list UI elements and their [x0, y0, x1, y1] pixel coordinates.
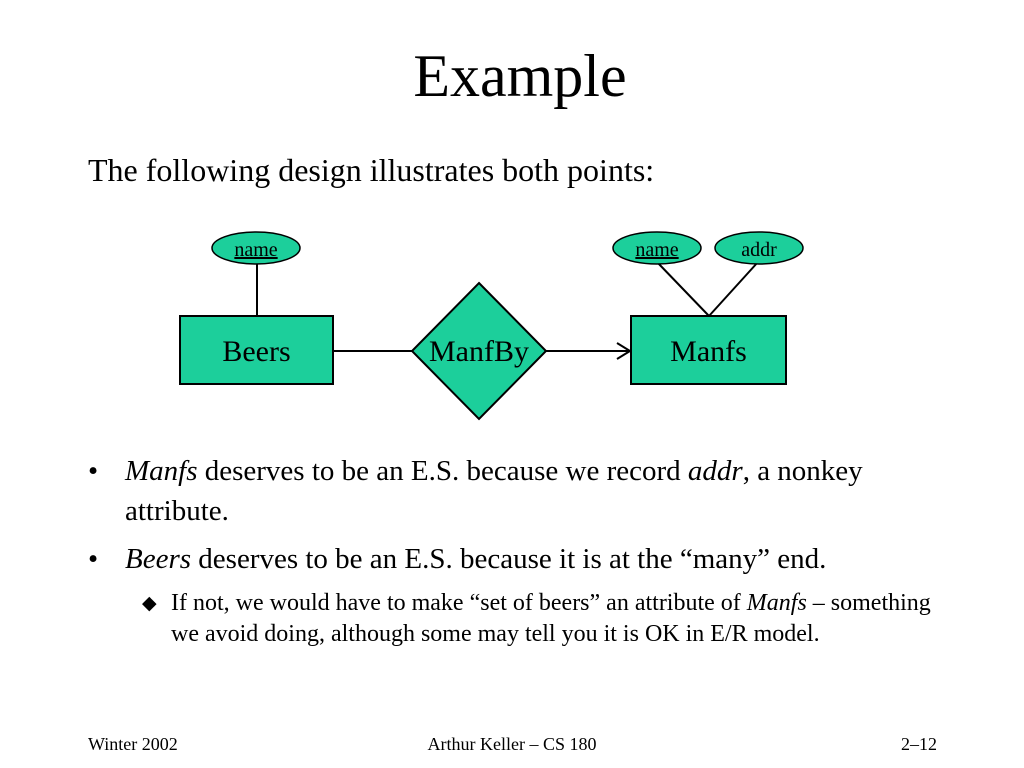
sub-bullet-manfs-term: Manfs: [746, 590, 807, 616]
relationship-manfby: ManfBy: [410, 281, 548, 421]
attribute-manfs-addr: addr: [714, 231, 804, 265]
bullet-manfs-text-a: deserves to be an E.S. because we record: [197, 455, 688, 487]
footer-center: Arthur Keller – CS 180: [427, 734, 597, 754]
bullet-manfs-term: Manfs: [125, 455, 198, 487]
sub-bullet-text-a: If not, we would have to make “set of be…: [171, 590, 747, 616]
bullet-beers: Beers deserves to be an E.S. because it …: [125, 539, 945, 579]
relationship-manfby-label: ManfBy: [429, 335, 529, 368]
entity-manfs-label: Manfs: [670, 335, 747, 368]
footer-left: Winter 2002: [88, 734, 178, 754]
bullet-manfs-addr-term: addr: [687, 455, 743, 487]
attribute-beers-name: name: [211, 231, 301, 265]
intro-text: The following design illustrates both po…: [88, 152, 655, 188]
bullet-manfs-text-b: , a nonkey attribute.: [125, 455, 863, 527]
sub-bullet-set-of-beers: If not, we would have to make “set of be…: [171, 588, 951, 650]
sub-bullet-text-b: – something we avoid doing, although som…: [171, 590, 931, 647]
attribute-manfs-addr-label: addr: [741, 239, 777, 261]
attribute-manfs-name: name: [612, 231, 702, 265]
bullet-marker: •: [88, 455, 99, 487]
bullet-beers-term: Beers: [125, 543, 192, 575]
entity-beers-label: Beers: [222, 335, 290, 368]
entity-beers: Beers: [179, 315, 334, 385]
entity-manfs: Manfs: [630, 315, 787, 385]
diamond-bullet-icon: ◆: [142, 593, 157, 614]
bullet-marker: •: [88, 543, 99, 575]
manfs-name-connector: [656, 261, 710, 317]
bullet-beers-text: deserves to be an E.S. because it is at …: [191, 543, 827, 575]
slide-title: Example: [413, 43, 627, 109]
footer-page-number: 2–12: [901, 734, 937, 754]
manfs-addr-connector: [708, 261, 759, 317]
attribute-beers-name-label: name: [234, 239, 277, 261]
attribute-manfs-name-label: name: [635, 239, 678, 261]
bullet-manfs: Manfs deserves to be an E.S. because we …: [125, 451, 945, 531]
